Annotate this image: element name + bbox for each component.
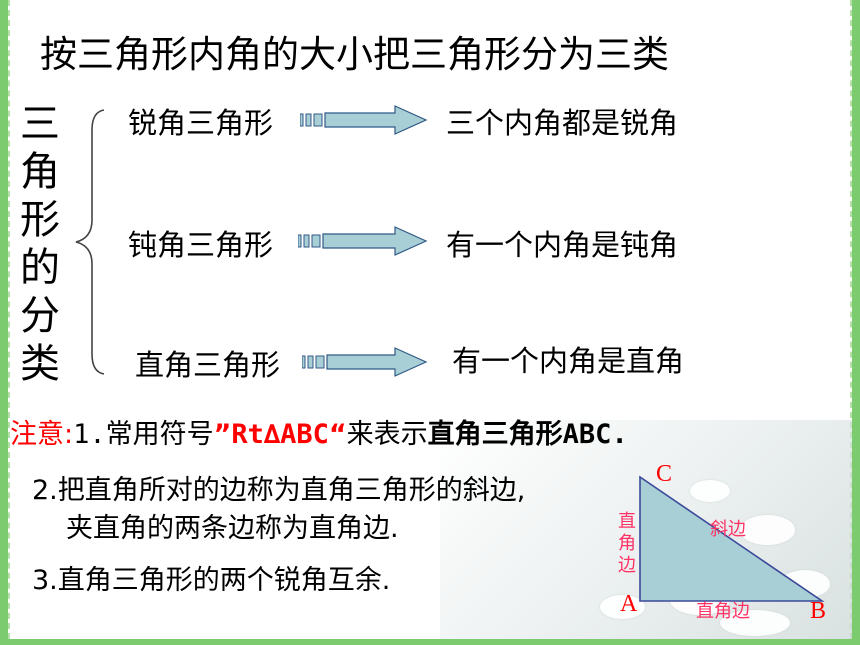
category-name-obtuse: 钝角三角形 <box>128 228 274 262</box>
arrow-icon <box>302 347 428 377</box>
vertical-char: 分 <box>20 293 60 339</box>
category-desc-right: 有一个内角是直角 <box>452 344 685 378</box>
category-desc-obtuse: 有一个内角是钝角 <box>446 228 679 262</box>
vertex-c-label: C <box>656 461 672 487</box>
note-emphasis: 直角三角形 <box>427 419 563 450</box>
slide-frame-inner <box>8 0 852 639</box>
arrow-icon <box>300 105 428 135</box>
note-2-line-1: 2.把直角所对的边称为直角三角形的斜边, <box>32 475 526 506</box>
note-suffix: ABC. <box>562 419 628 450</box>
note-2-line-2: 夹直角的两条边称为直角边. <box>66 513 399 544</box>
note-text: 来表示 <box>346 419 428 450</box>
note-1: 注意:1.常用符号”Rt∆ABC“来表示直角三角形ABC. <box>10 412 628 451</box>
quote-mark: ” <box>213 419 232 450</box>
category-desc-acute: 三个内角都是锐角 <box>446 106 679 140</box>
leg-vertical-label: 边 <box>618 555 636 576</box>
hypotenuse-label: 斜边 <box>710 519 746 540</box>
vertical-char: 形 <box>20 197 60 243</box>
note-label: 注意: <box>10 419 74 450</box>
curly-brace <box>75 109 105 375</box>
leg-vertical-label: 直 <box>618 511 636 532</box>
vertical-char: 的 <box>20 245 60 291</box>
note-text: 常用符号 <box>105 419 214 450</box>
category-name-acute: 锐角三角形 <box>128 106 274 140</box>
vertical-char: 角 <box>20 149 60 195</box>
vertical-label: 三 角 形 的 分 类 <box>16 100 64 388</box>
note-number: 1. <box>73 419 106 450</box>
vertex-a-label: A <box>620 591 638 617</box>
slide-title: 按三角形内角的大小把三角形分为三类 <box>40 33 669 76</box>
category-name-right: 直角三角形 <box>135 348 281 382</box>
right-triangle-diagram: C A B 斜边 直 角 边 直角边 <box>618 461 826 624</box>
leg-vertical-label: 角 <box>618 533 636 554</box>
leg-horizontal-label: 直角边 <box>696 601 750 622</box>
rt-symbol: Rt∆ABC <box>231 419 329 450</box>
arrow-icon <box>298 226 428 256</box>
vertical-char: 类 <box>20 341 60 387</box>
quote-mark: “ <box>328 419 347 450</box>
vertical-char: 三 <box>20 101 60 147</box>
note-3: 3.直角三角形的两个锐角互余. <box>32 565 391 596</box>
vertex-b-label: B <box>810 598 826 624</box>
triangle-shape <box>639 475 825 602</box>
